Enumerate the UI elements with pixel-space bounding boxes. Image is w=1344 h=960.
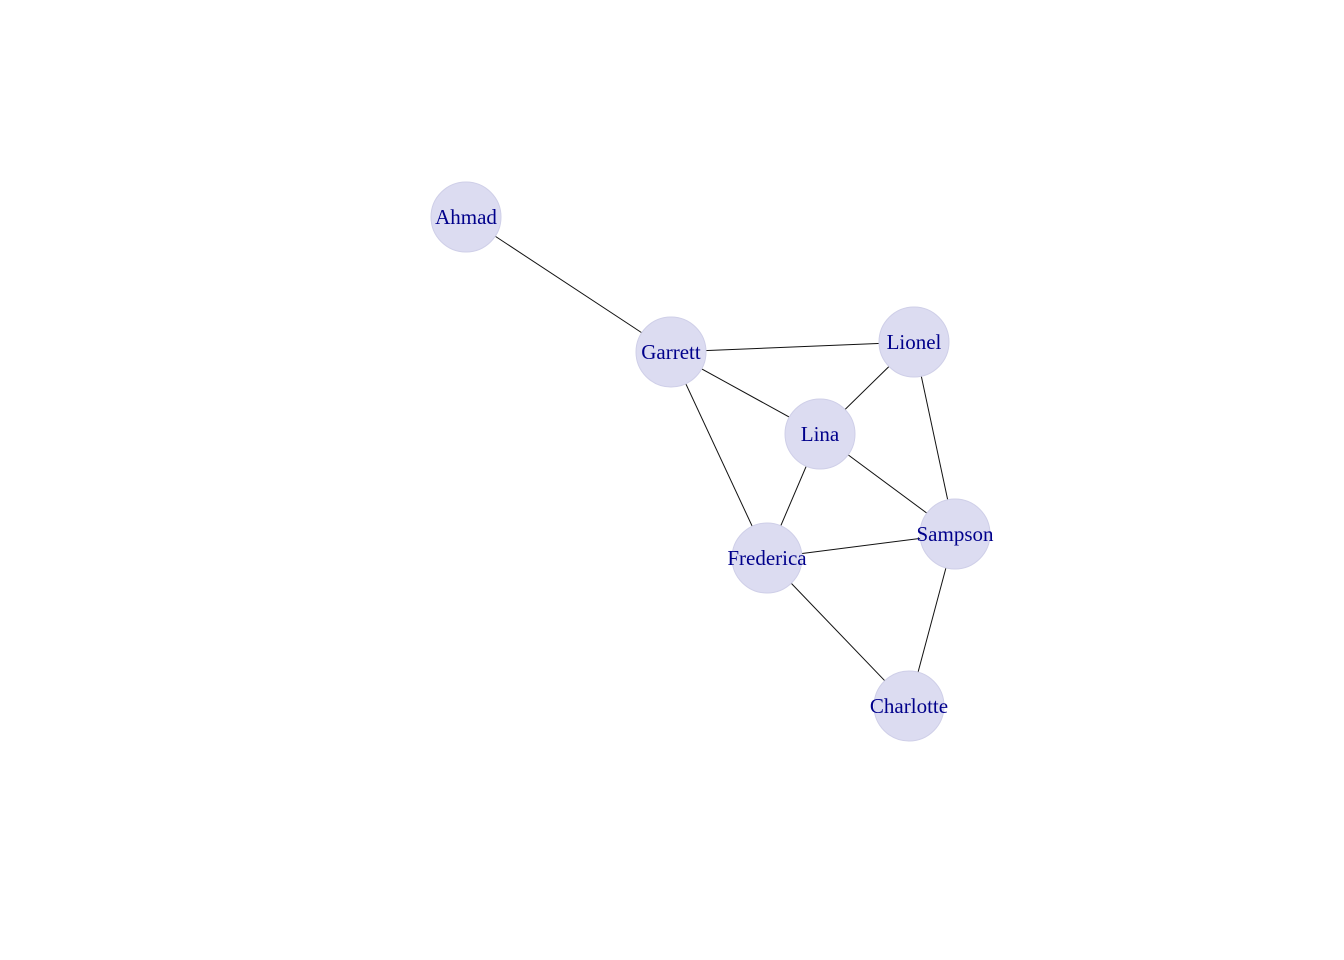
- node-label: Frederica: [727, 546, 807, 570]
- graph-node-frederica[interactable]: Frederica: [727, 522, 807, 594]
- graph-edge-ahmad-garrett: [465, 216, 672, 353]
- node-circle[interactable]: [784, 398, 856, 470]
- node-circle[interactable]: [878, 306, 950, 378]
- node-circle[interactable]: [873, 670, 945, 742]
- graph-node-ahmad[interactable]: Ahmad: [430, 181, 502, 253]
- node-circle[interactable]: [430, 181, 502, 253]
- graph-edge-garrett-lionel: [670, 341, 915, 353]
- node-label: Lionel: [887, 330, 942, 354]
- graph-node-sampson[interactable]: Sampson: [916, 498, 994, 570]
- node-label: Ahmad: [435, 205, 497, 229]
- graph-node-lionel[interactable]: Lionel: [878, 306, 950, 378]
- edge-layer: [465, 216, 956, 707]
- node-circle[interactable]: [635, 316, 707, 388]
- graph-node-garrett[interactable]: Garrett: [635, 316, 707, 388]
- node-circle[interactable]: [919, 498, 991, 570]
- graph-node-lina[interactable]: Lina: [784, 398, 856, 470]
- node-label: Lina: [801, 422, 840, 446]
- graph-node-charlotte[interactable]: Charlotte: [870, 670, 948, 742]
- node-label: Charlotte: [870, 694, 948, 718]
- node-label: Garrett: [641, 340, 701, 364]
- node-circle[interactable]: [731, 522, 803, 594]
- graph-edge-garrett-frederica: [670, 351, 768, 559]
- node-label: Sampson: [916, 522, 994, 546]
